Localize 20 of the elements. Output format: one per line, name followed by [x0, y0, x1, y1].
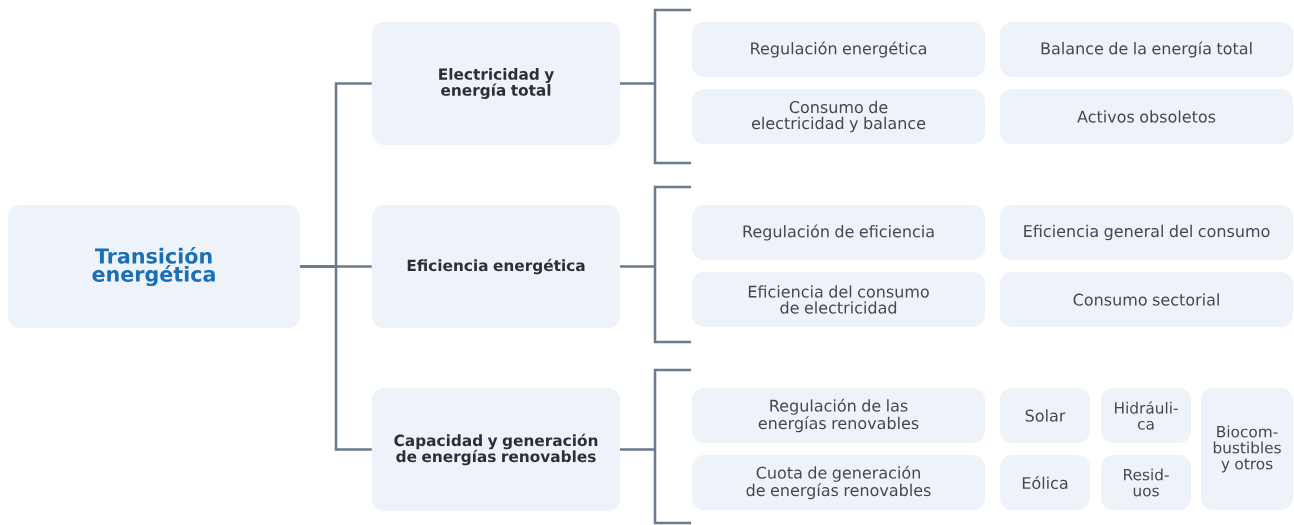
item-box: Hidráuli-ca	[1101, 388, 1191, 443]
category-box: Capacidad y generación de energías renovables	[372, 388, 620, 511]
item-box: Eficiencia general del consumo	[1000, 205, 1293, 260]
item-box: Cuota de generación de energías renovables	[692, 455, 985, 510]
item-box: Eficiencia del consumo de electricidad	[692, 272, 985, 327]
item-box: Consumo sectorial	[1000, 272, 1293, 327]
category-box: Eficiencia energética	[372, 205, 620, 328]
item-box: Solar	[1000, 388, 1090, 443]
item-box: Regulación de las energías renovables	[692, 388, 985, 443]
category-box: Electricidad y energía total	[372, 22, 620, 145]
item-box: Regulación de eficiencia	[692, 205, 985, 260]
item-box: Balance de la energía total	[1000, 22, 1293, 77]
item-box: Biocom-bustibles y otros	[1201, 388, 1293, 510]
connector-line	[300, 265, 372, 451]
item-box: Activos obsoletos	[1000, 89, 1293, 144]
item-box: Consumo de electricidad y balance	[692, 89, 985, 144]
item-box: Resid-uos	[1101, 455, 1191, 510]
topic-box: Transición energética	[8, 205, 300, 328]
item-box: Regulación energética	[692, 22, 985, 77]
item-box: Eólica	[1000, 455, 1090, 510]
